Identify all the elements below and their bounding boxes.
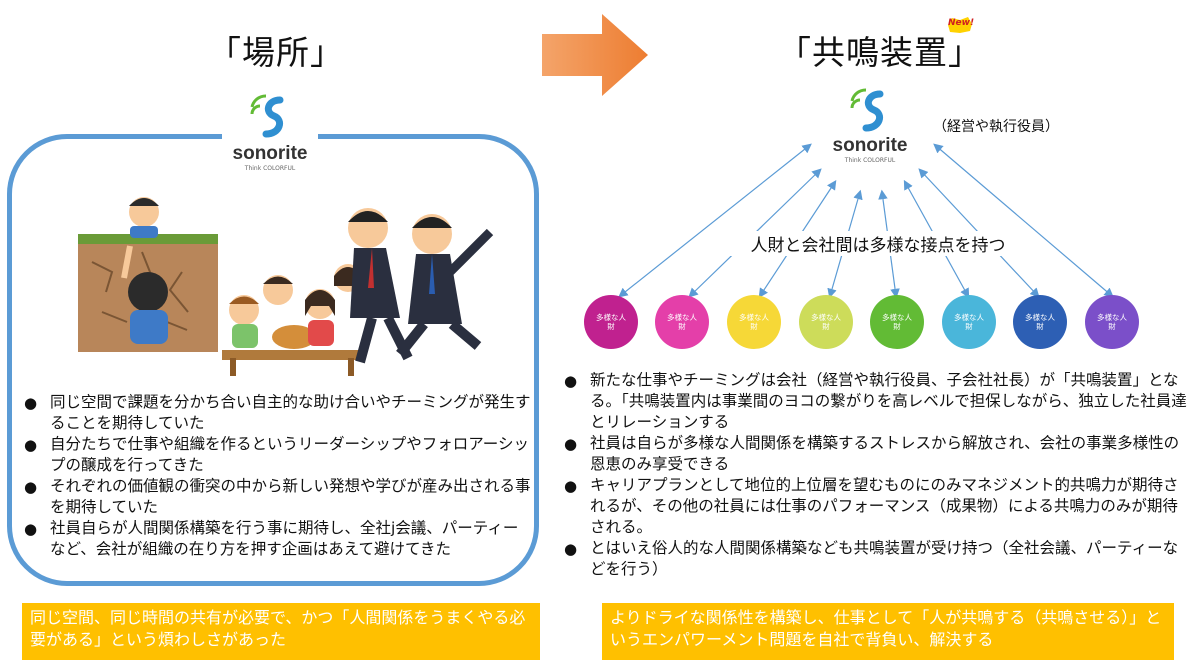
left-summary-banner: 同じ空間、同じ時間の共有が必要で、かつ「人間関係をうまくやる必要がある」という煩… [22, 603, 540, 660]
talent-circle-label: 多様な人財 [1097, 313, 1127, 331]
talent-circle: 多様な人財 [727, 295, 781, 349]
connector-arrows [618, 143, 1114, 299]
left-bullet-text: 自分たちで仕事や組織を作るというリーダーシップやフォロアーシップの醸成を行ってき… [50, 435, 529, 474]
bullet-icon: ● [564, 477, 578, 495]
connector-arrow [933, 143, 1114, 298]
right-bullet-list: ● 新たな仕事やチーミングは会社（経営や執行役員、子会社社長）が「共鳴装置」となる… [562, 370, 1192, 580]
left-logo-tagline: Think COLORFUL [244, 165, 296, 172]
talent-circle-label: 多様な人財 [667, 313, 697, 331]
right-summary-banner: よりドライな関係性を構築し、仕事として「人が共鳴する（共鳴させる）」というエンパ… [602, 603, 1174, 660]
talent-circle-label: 多様な人財 [811, 313, 841, 331]
list-item: ● キャリアプランとして地位的上位層を望むものにのみマネジメント的共鳴力が期待され… [562, 475, 1192, 538]
talent-circle: 多様な人財 [1085, 295, 1139, 349]
left-bullet-text: 社員自らが人間関係構築を行う事に期待し、全社j会議、パーティーなど、会社が組織の… [50, 519, 519, 558]
list-item: ● 社員は自らが多様な人間関係を構築するストレスから解放され、会社の事業多様性の恩… [562, 433, 1192, 475]
talent-circle-label: 多様な人財 [596, 313, 626, 331]
talent-circle-label: 多様な人財 [1025, 313, 1055, 331]
team-illustration [78, 197, 494, 376]
list-item: ● とはいえ俗人的な人間関係構築なども共鳴装置が受け持つ（全社会議、パーティーなど… [562, 538, 1192, 580]
logo-caption: （経営や執行役員） [933, 119, 1059, 135]
right-bullet-text: とはいえ俗人的な人間関係構築なども共鳴装置が受け持つ（全社会議、パーティーなどを… [590, 539, 1179, 578]
talent-circle-label: 多様な人財 [739, 313, 769, 331]
party-scene [222, 264, 362, 376]
right-bullet-text: キャリアプランとして地位的上位層を望むものにのみマネジメント的共鳴力が期待される… [590, 476, 1179, 536]
transition-arrow-icon [542, 14, 648, 96]
left-bullet-text: それぞれの価値観の衝突の中から新しい発想や学びが産み出される事を期待していた [50, 477, 531, 516]
new-badge-label: New! [948, 18, 975, 28]
talent-circle: 多様な人財 [1013, 295, 1067, 349]
right-logo-tagline: Think COLORFUL [844, 157, 896, 164]
left-bullet-list: ● 同じ空間で課題を分かち合い自主的な助け合いやチーミングが発生することを期待して… [22, 392, 532, 560]
list-item: ● 社員自らが人間関係構築を行う事に期待し、全社j会議、パーティーなど、会社が組織… [22, 518, 532, 560]
talent-circle: 多様な人財 [655, 295, 709, 349]
left-logo: sonorite Think COLORFUL [222, 92, 318, 176]
right-bullet-text: 社員は自らが多様な人間関係を構築するストレスから解放され、会社の事業多様性の恩恵… [590, 434, 1180, 473]
talent-circle-label: 多様な人財 [954, 313, 984, 331]
new-badge-icon [948, 17, 972, 33]
list-item: ● 同じ空間で課題を分かち合い自主的な助け合いやチーミングが発生することを期待して… [22, 392, 532, 434]
right-logo-name: sonorite [832, 135, 908, 156]
talent-circle: 多様な人財 [942, 295, 996, 349]
talent-circle: 多様な人財 [799, 295, 853, 349]
bullet-icon: ● [24, 436, 38, 454]
bullet-icon: ● [24, 520, 38, 538]
talent-circle: 多様な人財 [584, 295, 638, 349]
talent-circle: 多様な人財 [870, 295, 924, 349]
list-item: ● それぞれの価値観の衝突の中から新しい発想や学びが産み出される事を期待していた [22, 476, 532, 518]
left-title: 「場所」 [208, 33, 344, 72]
bullet-icon: ● [564, 435, 578, 453]
sonorite-wave-icon [250, 94, 284, 138]
sonorite-wave-icon [850, 88, 884, 132]
talent-circle-label: 多様な人財 [882, 313, 912, 331]
businessmen-scene [348, 208, 494, 364]
right-bullet-text: 新たな仕事やチーミングは会社（経営や執行役員、子会社社長）が「共鳴装置」となる。… [590, 371, 1187, 431]
right-title: 「共鳴装置」 [778, 33, 982, 72]
list-item: ● 新たな仕事やチーミングは会社（経営や執行役員、子会社社長）が「共鳴装置」となる… [562, 370, 1192, 433]
bullet-icon: ● [24, 478, 38, 496]
bullet-icon: ● [24, 394, 38, 412]
cliff-scene [78, 197, 218, 352]
left-logo-name: sonorite [232, 143, 308, 164]
center-label: 人財と会社間は多様な接点を持つ [728, 231, 1028, 256]
bullet-icon: ● [564, 372, 578, 390]
left-bullet-text: 同じ空間で課題を分かち合い自主的な助け合いやチーミングが発生することを期待してい… [50, 393, 531, 432]
connector-arrow [618, 143, 812, 298]
right-logo: sonorite Think COLORFUL [822, 88, 918, 168]
list-item: ● 自分たちで仕事や組織を作るというリーダーシップやフォロアーシップの醸成を行って… [22, 434, 532, 476]
bullet-icon: ● [564, 540, 578, 558]
